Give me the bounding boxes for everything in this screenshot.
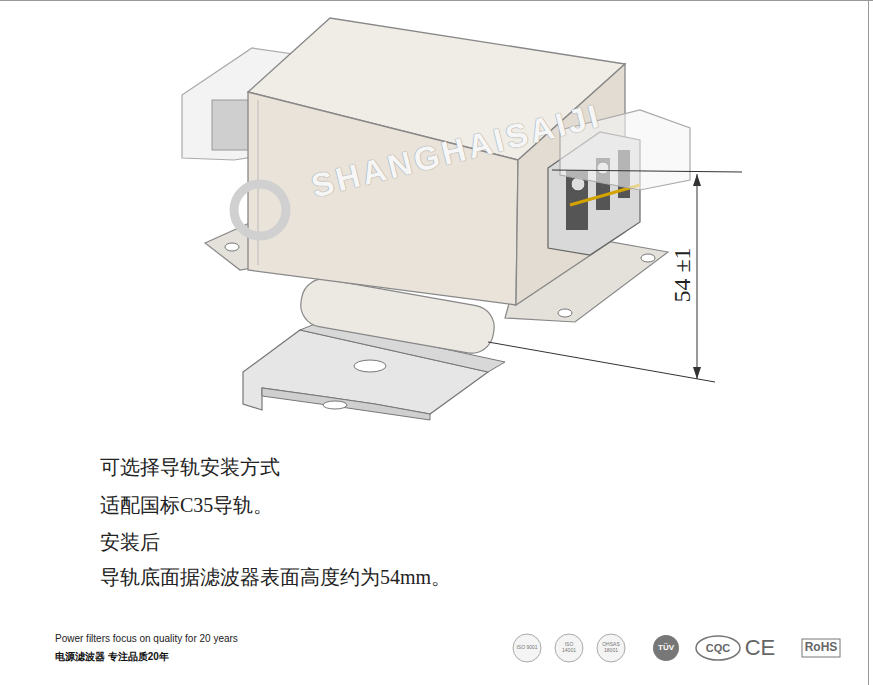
cert-mark: RoHS xyxy=(805,641,838,655)
cert-mark: ISO 9001 xyxy=(516,645,538,651)
cert-mark: ISO 14001 xyxy=(558,642,580,654)
dimension-label: 54 ±1 xyxy=(669,247,697,302)
cert-mark: OHSAS 18001 xyxy=(600,642,622,654)
cert-mark: TÜV xyxy=(658,643,674,652)
description-text: 安装后 xyxy=(100,531,160,554)
description-text: 导轨底面据滤波器表面高度约为54mm。 xyxy=(100,566,451,589)
footer-slogan: 电源滤波器 专注品质20年 xyxy=(55,651,169,663)
cert-mark: CE xyxy=(745,635,776,660)
cert-mark: CQC xyxy=(706,642,730,655)
description-text: 可选择导轨安装方式 xyxy=(100,456,280,479)
footer-slogan: Power filters focus on quality for 20 ye… xyxy=(55,633,238,645)
description-text: 适配国标C35导轨。 xyxy=(100,494,273,517)
